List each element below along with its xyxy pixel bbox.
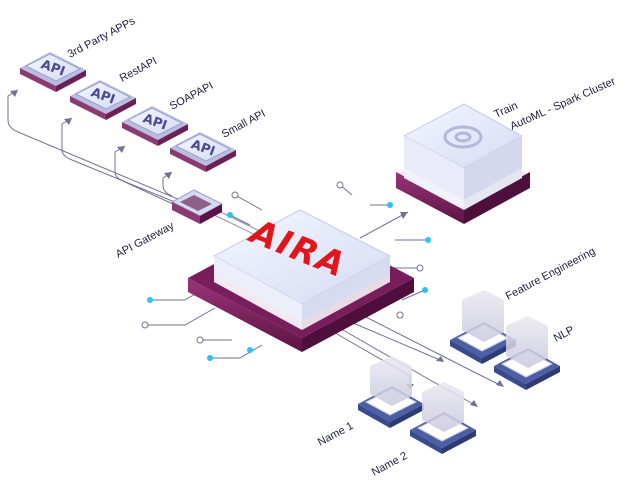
arrow-head — [164, 172, 172, 179]
arrow-head — [10, 90, 18, 97]
nlp-label: NLP — [552, 324, 577, 345]
api-chip-third-party: API — [20, 52, 86, 92]
node-dot — [207, 355, 213, 361]
arrow-head — [64, 118, 72, 125]
arrow-head — [117, 146, 125, 153]
gear-icon — [443, 125, 483, 149]
node-dot — [196, 336, 204, 344]
api-label-third-party: 3rd Party APPs — [66, 15, 138, 61]
feature-engineering-label: Feature Engineering — [504, 245, 598, 302]
node-dot — [247, 347, 253, 353]
connection-lines — [7, 89, 501, 406]
node-dot — [227, 212, 233, 218]
node-dot — [416, 264, 424, 272]
arrow-head — [470, 400, 478, 407]
arrow-head — [400, 212, 408, 219]
api-chip-rest: API — [70, 80, 136, 120]
arrow-head — [496, 380, 504, 387]
automl-cluster-label: AutoML - Spark Cluster — [508, 75, 617, 132]
arrow-head — [436, 356, 444, 362]
node-dot — [141, 321, 149, 329]
api-label-rest: RestAPI — [118, 55, 159, 85]
node-dot — [396, 311, 404, 319]
aira-core-chip: AIRA — [188, 209, 414, 352]
module-nlp — [494, 316, 560, 390]
api-chip-small: API — [170, 132, 236, 172]
module-name-1 — [358, 356, 424, 428]
node-dot — [336, 181, 344, 189]
node-dot — [387, 202, 393, 208]
circuit-node-dots — [141, 181, 431, 361]
name-2-label: Name 2 — [370, 450, 410, 479]
module-name-2 — [410, 382, 476, 454]
train-cluster-block — [396, 103, 530, 224]
node-dot — [422, 287, 428, 293]
node-dot — [147, 297, 153, 303]
name-1-label: Name 1 — [316, 420, 356, 449]
api-gateway-block — [170, 189, 224, 224]
api-label-soap: SOAPAPI — [168, 80, 216, 113]
arrowheads — [10, 90, 504, 407]
node-dot — [231, 191, 239, 199]
api-chip-soap: API — [122, 106, 188, 146]
api-label-small: Small API — [220, 108, 268, 141]
node-dot — [425, 237, 431, 243]
api-gateway-label: API Gateway — [114, 220, 177, 261]
